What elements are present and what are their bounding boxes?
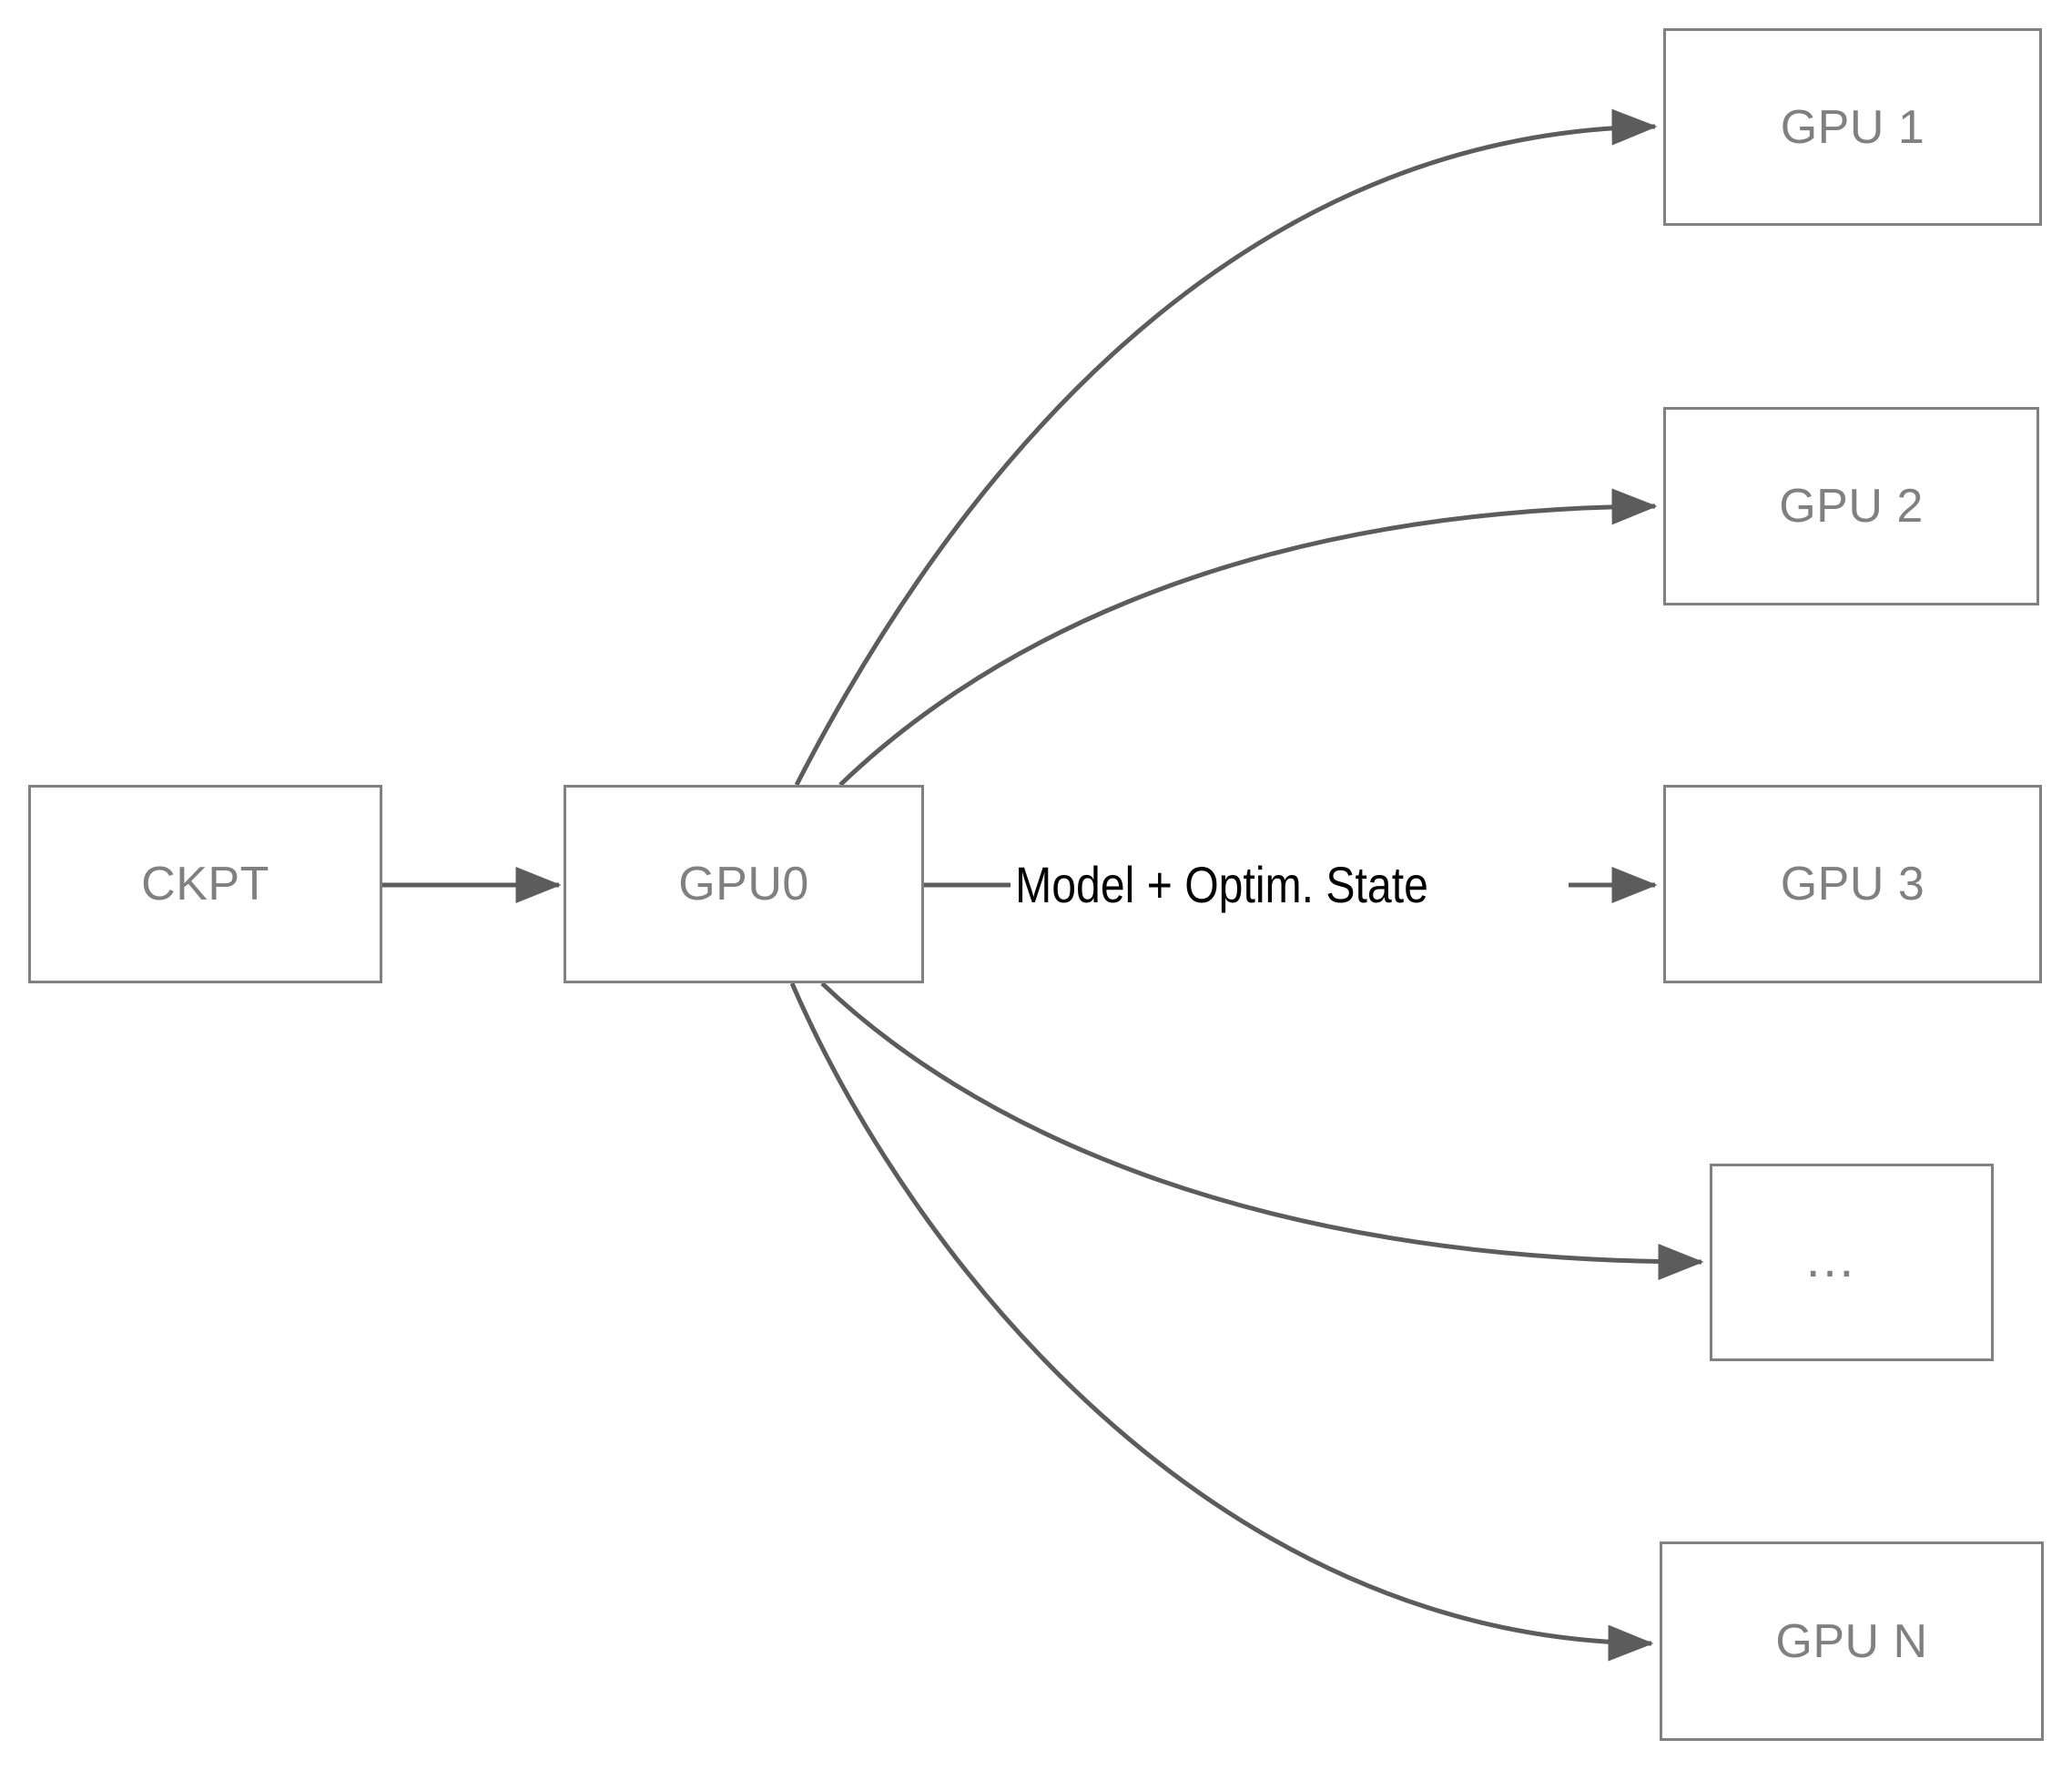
node-ellipsis[interactable]: … xyxy=(1710,1164,1994,1361)
edge-gpu0-to-gpu1 xyxy=(794,108,1658,787)
edge-label-model-optim-state: Model + Optim. State xyxy=(1011,860,1434,910)
node-gpu3[interactable]: GPU 3 xyxy=(1663,785,2042,983)
node-gpu2[interactable]: GPU 2 xyxy=(1663,407,2039,605)
node-ckpt-label: CKPT xyxy=(141,858,269,910)
node-gpu0[interactable]: GPU0 xyxy=(564,785,924,983)
edge-gpu0-to-gpun xyxy=(789,982,1654,1662)
node-gpu3-label: GPU 3 xyxy=(1780,858,1925,910)
edge-gpu0-to-gpu2 xyxy=(838,488,1658,787)
node-gpun[interactable]: GPU N xyxy=(1660,1541,2044,1741)
node-gpun-label: GPU N xyxy=(1775,1614,1928,1668)
node-gpu0-label: GPU0 xyxy=(678,858,809,910)
node-ckpt[interactable]: CKPT xyxy=(28,785,382,983)
node-gpu1[interactable]: GPU 1 xyxy=(1663,28,2042,226)
node-gpu2-label: GPU 2 xyxy=(1779,480,1924,533)
node-gpu1-label: GPU 1 xyxy=(1780,100,1925,154)
edge-gpu0-to-dots xyxy=(820,982,1704,1280)
node-ellipsis-label: … xyxy=(1803,1228,1860,1288)
